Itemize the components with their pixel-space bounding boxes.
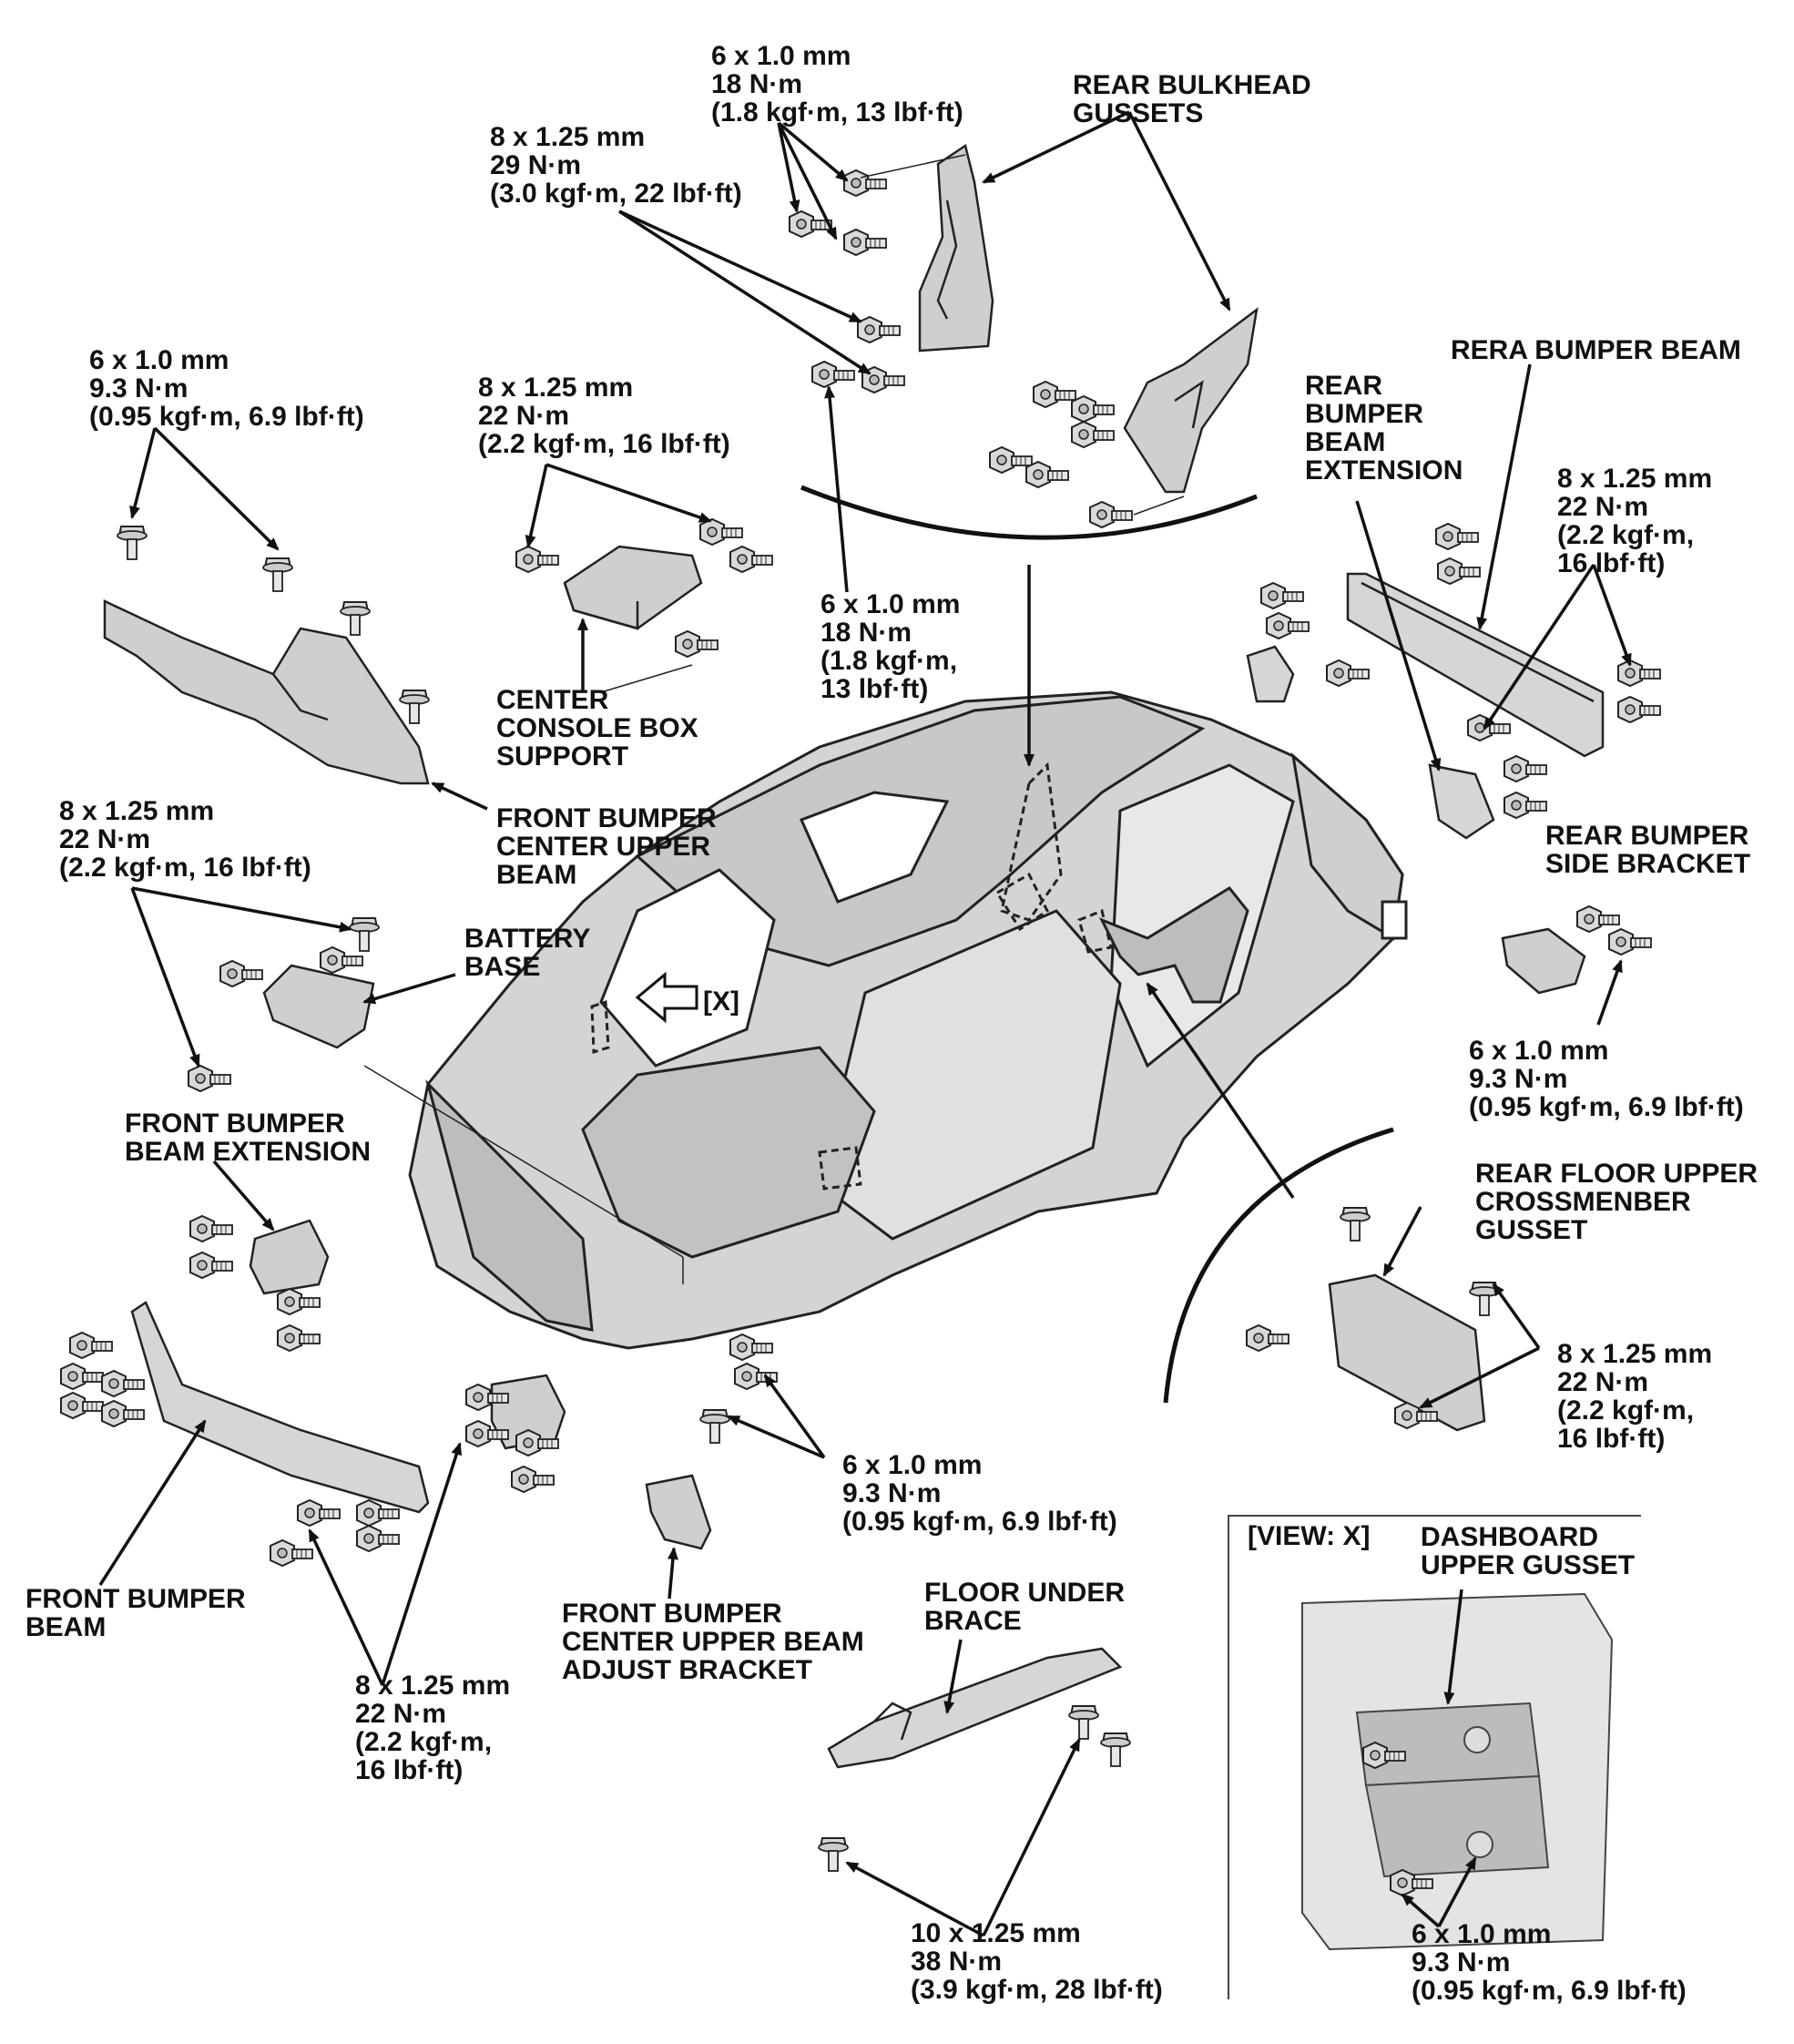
view-x-photo [1301,1592,1614,1951]
view-x-frame [1228,1515,1641,1999]
right-detail-arc [1163,1127,1394,1404]
view-x-title: [VIEW: X] [1248,1521,1371,1551]
front-bumper-beam-extension-part [249,1219,566,1450]
rear-bulkhead-gusset-right [1123,307,1259,494]
center-console-box-support-part [563,545,703,630]
view-x-marker: [X] [703,986,739,1017]
rear-bumper-side-bracket-part [1501,927,1586,995]
rear-bumper-beam-extension-part [1246,645,1495,840]
adjust-bracket-part [645,1474,712,1550]
floor-under-brace-part [827,1647,1123,1769]
battery-base-part [262,964,375,1049]
rera-bumper-beam-label: RERA BUMPER BEAM [1451,335,1741,365]
view-x-arrow [635,971,698,1024]
top-detail-arc [800,485,1258,540]
rear-bulkhead-gusset-left [918,143,994,353]
car-body-shell [408,690,1408,1350]
crossmember-gusset-part [1328,1273,1486,1432]
front-bumper-center-upper-beam-part [103,599,430,785]
rera-bumper-beam-part [1346,572,1605,758]
front-bumper-beam-part [130,1301,430,1514]
